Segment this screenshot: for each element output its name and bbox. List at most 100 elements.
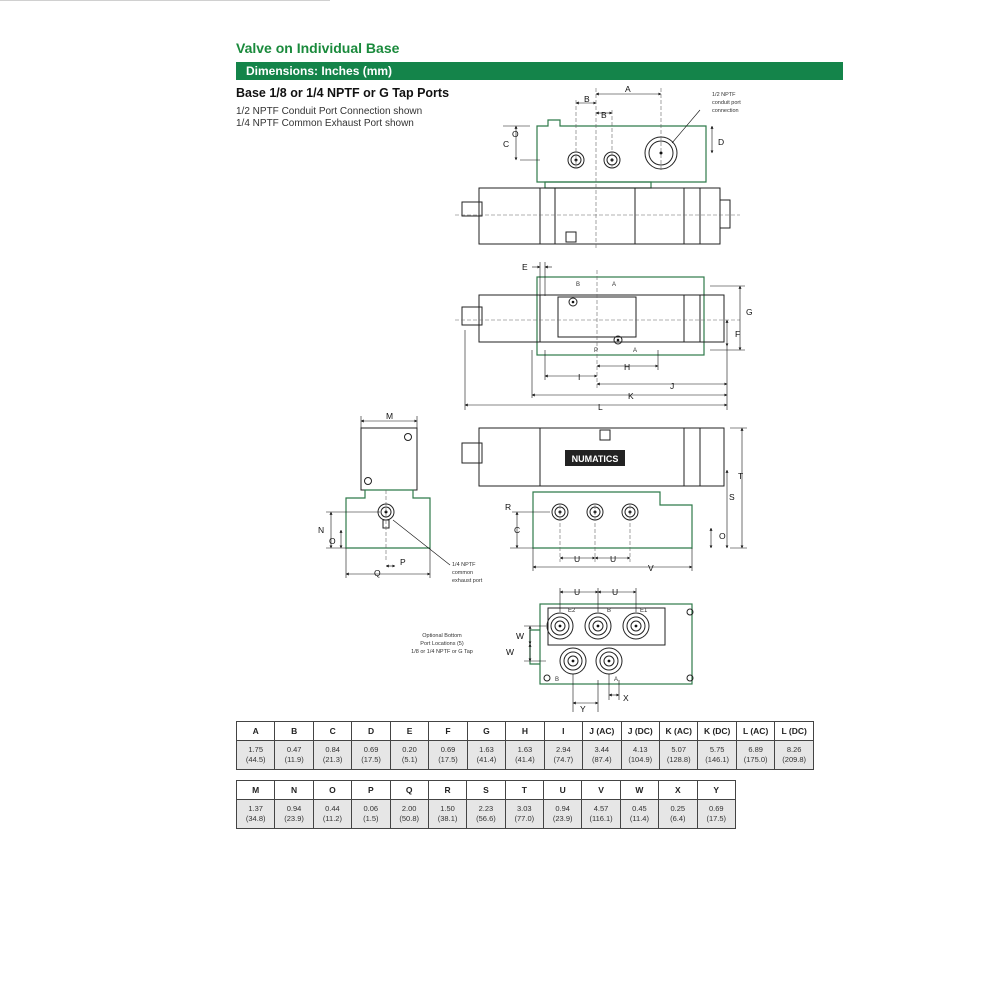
svg-text:NUMATICS: NUMATICS <box>572 454 619 464</box>
dim-label-g: G <box>746 307 753 317</box>
port-label-a-bottom: A <box>633 348 637 354</box>
table-value-cell: 0.47(11.9) <box>274 740 314 770</box>
table-value-cell: 1.50(38.1) <box>427 799 468 829</box>
table-value-cell: 5.75(146.1) <box>697 740 737 770</box>
table-header-cell: F <box>428 721 468 741</box>
dim-label-j: J <box>670 381 674 391</box>
table-value-cell: 0.06(1.5) <box>351 799 391 829</box>
table-header-cell: L (DC) <box>774 721 814 741</box>
callout-conduit-line-1: 1/2 NPTF <box>712 92 736 98</box>
table-value-cell: 0.69(17.5) <box>428 740 468 770</box>
port-label-a-lower: A <box>614 677 618 683</box>
dim-label-u-bottom2: U <box>612 587 618 597</box>
dim-label-u2: U <box>610 554 616 564</box>
table-header-cell: K (DC) <box>697 721 737 741</box>
table-header-cell: S <box>466 780 506 800</box>
dim-label-w: W <box>516 631 524 641</box>
dim-label-o-end: O <box>329 536 336 546</box>
dim-label-l: L <box>598 402 603 412</box>
table-header-cell: R <box>427 780 468 800</box>
table-value-cell: 0.69(17.5) <box>696 799 736 829</box>
table-1-header-row: A B C D E F G H I J (AC) J (DC) K (AC) K… <box>235 721 814 741</box>
note-exhaust-port: 1/4 NPTF Common Exhaust Port shown <box>236 118 414 129</box>
table-value-cell: 0.84(21.3) <box>312 740 353 770</box>
table-value-cell: 3.44(87.4) <box>582 740 622 770</box>
table-1-value-row: 1.75(44.5) 0.47(11.9) 0.84(21.3) 0.69(17… <box>235 740 814 770</box>
dim-label-p: P <box>400 557 406 567</box>
table-value-cell: 4.13(104.9) <box>620 740 660 770</box>
table-header-cell: B <box>274 721 314 741</box>
dim-label-c-side: C <box>514 525 520 535</box>
table-header-cell: P <box>351 780 391 800</box>
dim-label-x: X <box>623 693 629 703</box>
dim-label-f: F <box>735 329 740 339</box>
table-header-cell: U <box>542 780 583 800</box>
table-value-cell: 0.69(17.5) <box>351 740 391 770</box>
side-view-drawing: NUMATICS <box>461 427 747 573</box>
table-header-cell: K (AC) <box>658 721 699 741</box>
dim-label-b: B <box>584 94 590 104</box>
table-value-cell: 5.07(128.8) <box>658 740 699 770</box>
dim-label-k: K <box>628 391 634 401</box>
table-value-cell: 2.94(74.7) <box>543 740 584 770</box>
table-header-cell: A <box>235 721 276 741</box>
table-value-cell: 2.23(56.6) <box>466 799 506 829</box>
dim-label-m: M <box>386 411 393 421</box>
callout-exhaust-line-2: common <box>452 570 473 576</box>
plan-view-drawing: E G F H I J K L B A P A <box>455 262 753 412</box>
table-value-cell: 0.94(23.9) <box>274 799 314 829</box>
dim-label-q: Q <box>374 568 381 578</box>
table-2-value-row: 1.37(34.8) 0.94(23.9) 0.44(11.2) 0.06(1.… <box>235 799 736 829</box>
table-value-cell: 8.26(209.8) <box>774 740 814 770</box>
port-label-e1: E1 <box>640 608 648 614</box>
page-title: Valve on Individual Base <box>236 40 400 56</box>
dim-label-e: E <box>522 262 528 272</box>
table-header-cell: E <box>389 721 430 741</box>
callout-exhaust-line-3: exhaust port <box>452 578 483 584</box>
port-label-a-top: A <box>612 282 616 288</box>
port-label-b-lower: B <box>555 677 559 683</box>
table-header-cell: J (DC) <box>620 721 660 741</box>
table-header-cell: O <box>312 780 353 800</box>
table-header-cell: Y <box>696 780 736 800</box>
dim-label-u-bottom: U <box>574 587 580 597</box>
port-label-p: P <box>594 348 598 354</box>
dim-label-o-side: O <box>719 531 726 541</box>
table-value-cell: 0.45(11.4) <box>619 799 660 829</box>
section-banner: Dimensions: Inches (mm) <box>236 62 843 80</box>
dim-label-d: D <box>718 137 724 147</box>
table-header-cell: X <box>658 780 698 800</box>
dimensions-table-2: M N O P Q R S T U V W X Y 1.37(34.8) 0.9… <box>235 780 736 829</box>
table-header-cell: C <box>312 721 353 741</box>
table-header-cell: D <box>351 721 391 741</box>
table-value-cell: 1.37(34.8) <box>235 799 276 829</box>
end-view-drawing: M N O P Q 1/4 NPTF common exhaust port <box>318 411 483 584</box>
table-value-cell: 0.44(11.2) <box>312 799 353 829</box>
table-header-cell: Q <box>389 780 429 800</box>
dim-label-s: S <box>729 492 735 502</box>
callout-bottom-line-1: Optional Bottom <box>422 633 462 639</box>
callout-exhaust-line-1: 1/4 NPTF <box>452 562 476 568</box>
table-value-cell: 0.25(6.4) <box>658 799 698 829</box>
dim-label-t: T <box>738 471 743 481</box>
dimensions-table-1: A B C D E F G H I J (AC) J (DC) K (AC) K… <box>235 721 814 770</box>
table-value-cell: 2.00(50.8) <box>389 799 429 829</box>
table-value-cell: 0.94(23.9) <box>542 799 583 829</box>
dim-label-w2: W <box>506 647 514 657</box>
dim-label-n: N <box>318 525 324 535</box>
table-header-cell: V <box>581 780 621 800</box>
dim-label-h: H <box>624 362 630 372</box>
bottom-view-drawing: U U W W X Y E2 B E1 B A Optional Bottom … <box>411 587 694 714</box>
table-header-cell: L (AC) <box>735 721 776 741</box>
callout-bottom-line-2: Port Locations (5) <box>420 641 464 647</box>
section-banner-label: Dimensions: Inches (mm) <box>246 64 393 78</box>
table-2-header-row: M N O P Q R S T U V W X Y <box>235 780 736 800</box>
callout-bottom-line-3: 1/8 or 1/4 NPTF or G Tap <box>411 649 473 655</box>
table-value-cell: 6.89(175.0) <box>735 740 776 770</box>
dim-label-y: Y <box>580 704 586 714</box>
note-conduit-port: 1/2 NPTF Conduit Port Connection shown <box>236 106 423 117</box>
dim-label-o: O <box>512 129 519 139</box>
dim-label-c: C <box>503 139 509 149</box>
table-header-cell: M <box>235 780 276 800</box>
